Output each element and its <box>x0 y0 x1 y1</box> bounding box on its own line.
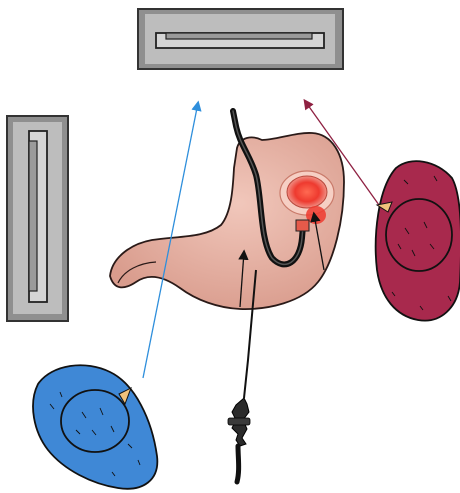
person-red <box>376 161 460 320</box>
monitor-left <box>7 116 68 321</box>
monitor-top <box>138 9 343 69</box>
person-blue <box>33 365 157 489</box>
